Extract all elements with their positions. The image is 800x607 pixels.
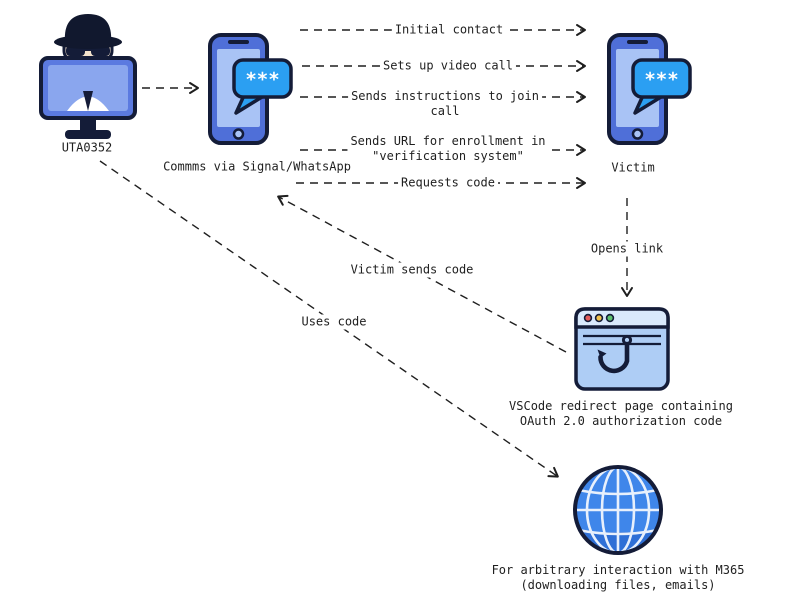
arrow-victim-sends-code	[277, 194, 567, 353]
edge-label-victim-sends-code: Victim sends code	[347, 262, 477, 278]
chat-bubble	[631, 58, 692, 99]
phone-speaker	[627, 40, 648, 44]
edge-label-uses-code: Uses code	[298, 314, 370, 330]
monitor-base	[65, 130, 111, 139]
browser-dot-yellow	[594, 313, 604, 323]
fish-hook-icon	[597, 334, 633, 374]
attacker-label: UTA0352	[58, 140, 116, 156]
comms-phone-icon: ***	[198, 33, 293, 158]
browser-dot-red	[583, 313, 593, 323]
victim-label: Victim	[608, 160, 658, 176]
monitor-screen	[48, 65, 128, 111]
victim-phone-icon: ***	[597, 33, 692, 158]
globe-label: For arbitrary interaction with M365 (dow…	[488, 563, 748, 593]
browser-title-bar	[574, 307, 670, 329]
chat-bubble	[232, 58, 293, 99]
phone-speaker	[228, 40, 249, 44]
comms-label: Commms via Signal/WhatsApp	[160, 159, 354, 175]
browser-dot-green	[605, 313, 615, 323]
edge-label-requests-code: Requests code	[398, 175, 498, 191]
chat-bubble-text: ***	[644, 69, 678, 91]
globe-icon	[570, 462, 666, 558]
chat-bubble-text: ***	[245, 69, 279, 91]
phone-home-button	[232, 128, 245, 140]
arrow-uses-code	[99, 160, 559, 478]
phone-home-button	[631, 128, 644, 140]
edge-label-opens-link: Opens link	[587, 241, 667, 257]
edge-label-instructions: Sends instructions to join call	[348, 89, 542, 119]
edge-label-url-enrollment: Sends URL for enrollment in "verificatio…	[347, 134, 549, 164]
screen-person-tie	[83, 91, 93, 111]
edge-label-initial-contact: Initial contact	[391, 22, 507, 38]
phishing-browser-icon	[574, 307, 670, 391]
attacker-hacker-icon	[38, 6, 138, 144]
browser-label: VSCode redirect page containing OAuth 2.…	[506, 399, 736, 429]
hacker-hat-crown	[64, 14, 112, 42]
edge-label-video-call: Sets up video call	[379, 58, 517, 74]
